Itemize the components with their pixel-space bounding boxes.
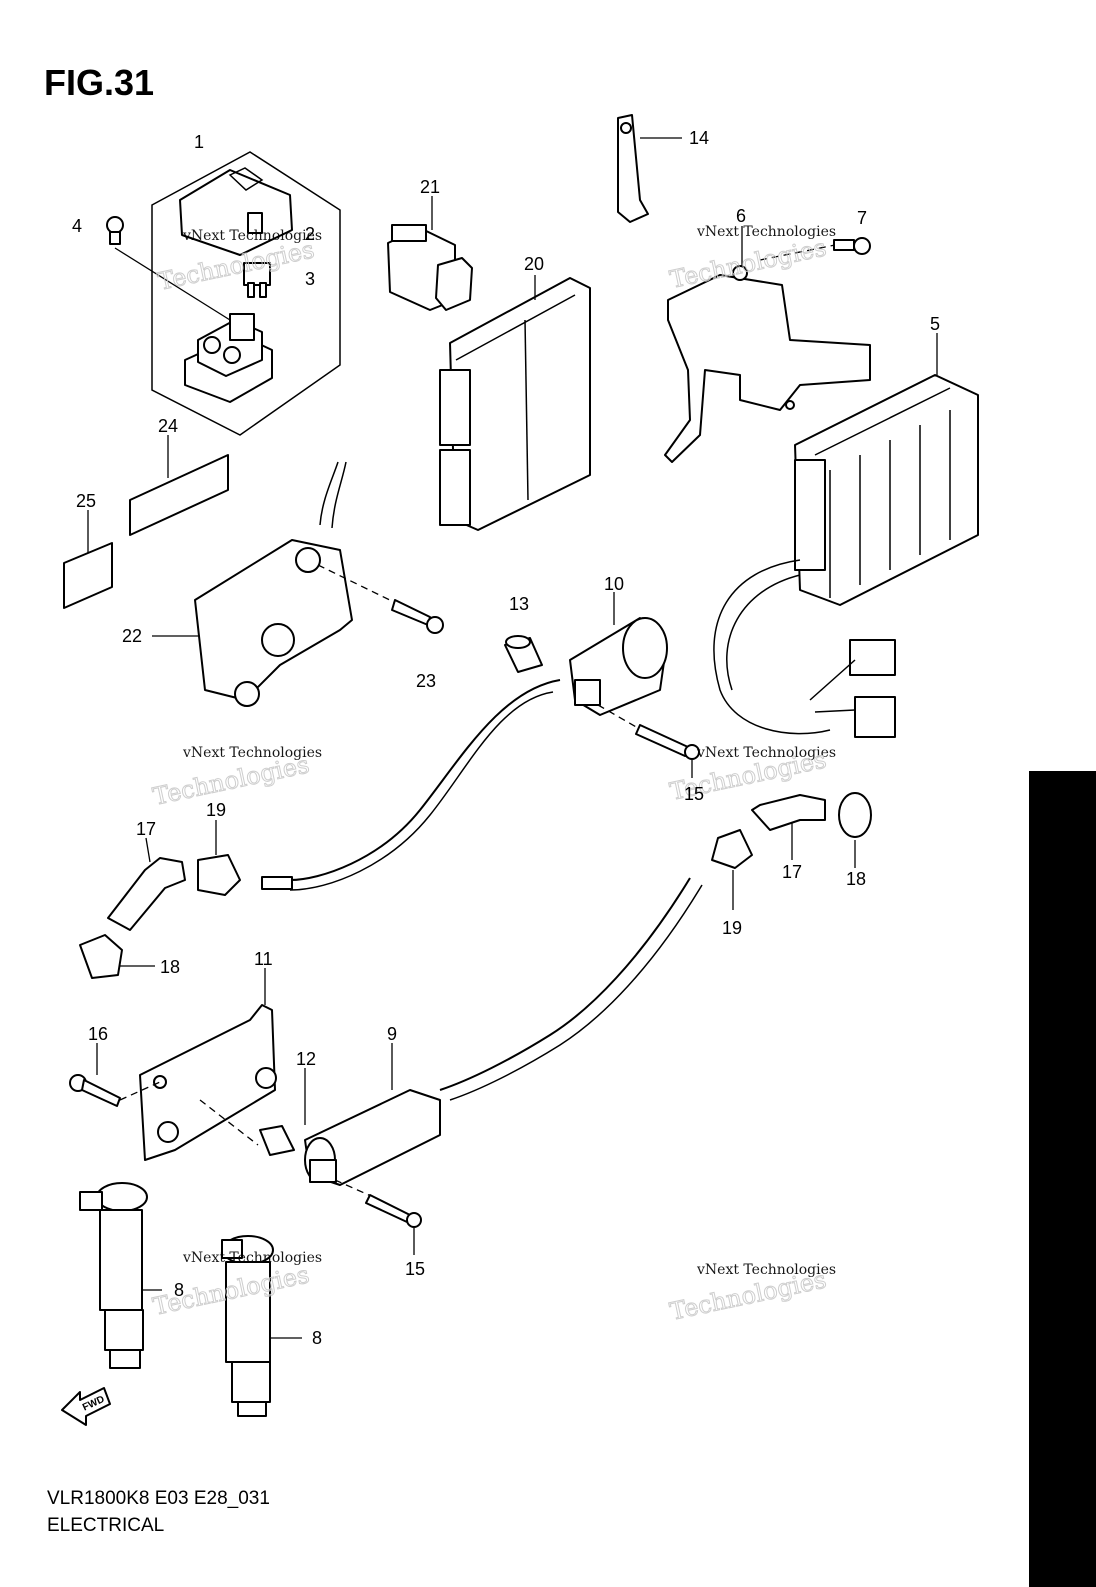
regulator-5 bbox=[713, 333, 979, 738]
diagram-label: ELECTRICAL bbox=[47, 1515, 165, 1536]
svg-text:vNext Technologies: vNext Technologies bbox=[696, 745, 836, 761]
svg-text:vNext Technologies: vNext Technologies bbox=[696, 1262, 836, 1278]
coil-10 bbox=[569, 592, 700, 778]
callout-24: 24 bbox=[158, 416, 178, 436]
callout-6: 6 bbox=[736, 206, 746, 226]
callout-14: 14 bbox=[689, 128, 709, 148]
svg-text:vNext Technologies: vNext Technologies bbox=[182, 228, 322, 244]
callout-11: 11 bbox=[254, 949, 273, 969]
callout-12: 12 bbox=[296, 1049, 316, 1069]
callout-17-right: 17 bbox=[782, 862, 802, 882]
callout-1: 1 bbox=[194, 132, 204, 152]
svg-text:vNext Technologies: vNext Technologies bbox=[696, 224, 836, 240]
callout-16: 16 bbox=[88, 1024, 108, 1044]
sensor-22 bbox=[152, 461, 444, 707]
callout-5: 5 bbox=[930, 314, 940, 334]
callout-18-right: 18 bbox=[846, 869, 866, 889]
ecm-20 bbox=[439, 275, 591, 531]
cap-17-right bbox=[751, 794, 826, 831]
callout-21: 21 bbox=[420, 177, 440, 197]
label-24 bbox=[129, 454, 229, 536]
fwd-arrow-icon: FWD bbox=[61, 1387, 111, 1426]
boot-18-right bbox=[838, 792, 872, 838]
svg-text:vNext Technologies: vNext Technologies bbox=[182, 1250, 322, 1266]
callout-9: 9 bbox=[387, 1024, 397, 1044]
seal-19-right bbox=[711, 829, 753, 869]
callout-3: 3 bbox=[305, 269, 315, 289]
callout-4: 4 bbox=[72, 216, 82, 236]
callout-17-left: 17 bbox=[136, 819, 156, 839]
boot-18-left bbox=[79, 934, 123, 979]
callout-15-lower: 15 bbox=[405, 1259, 425, 1279]
clamp-14 bbox=[617, 114, 682, 223]
callout-23: 23 bbox=[416, 671, 436, 691]
ignition-coil-8-right bbox=[221, 1235, 302, 1417]
callout-13: 13 bbox=[509, 594, 529, 614]
bracket-6 bbox=[664, 226, 871, 463]
spacer-12 bbox=[259, 1125, 295, 1156]
callout-19-right: 19 bbox=[722, 918, 742, 938]
diagram-code: VLR1800K8 E03 E28_031 bbox=[47, 1488, 270, 1509]
spacer-13 bbox=[504, 635, 543, 673]
callout-10: 10 bbox=[604, 574, 624, 594]
starter-relay-group bbox=[106, 151, 341, 436]
callout-8-left: 8 bbox=[174, 1280, 184, 1300]
svg-text:vNext Technologies: vNext Technologies bbox=[182, 745, 322, 761]
callout-20: 20 bbox=[524, 254, 544, 274]
callout-2: 2 bbox=[305, 224, 315, 244]
callout-25: 25 bbox=[76, 491, 96, 511]
relay-21 bbox=[387, 196, 473, 311]
bracket-11 bbox=[139, 968, 277, 1161]
callout-18-left: 18 bbox=[160, 957, 180, 977]
ignition-coil-8-left bbox=[79, 1182, 162, 1369]
callout-8-right: 8 bbox=[312, 1328, 322, 1348]
label-25 bbox=[63, 542, 113, 609]
callout-7: 7 bbox=[857, 208, 867, 228]
callout-labels: 1 2 3 4 5 6 7 8 8 9 10 11 12 13 14 15 15… bbox=[72, 128, 940, 1348]
section-tab bbox=[1029, 771, 1096, 1587]
callout-22: 22 bbox=[122, 626, 142, 646]
seal-19-left bbox=[197, 854, 241, 896]
callout-19-left: 19 bbox=[206, 800, 226, 820]
callout-15-upper: 15 bbox=[684, 784, 704, 804]
cap-17-left bbox=[107, 857, 186, 931]
figure-title: FIG.31 bbox=[44, 62, 155, 103]
coil-9 bbox=[304, 1043, 441, 1255]
